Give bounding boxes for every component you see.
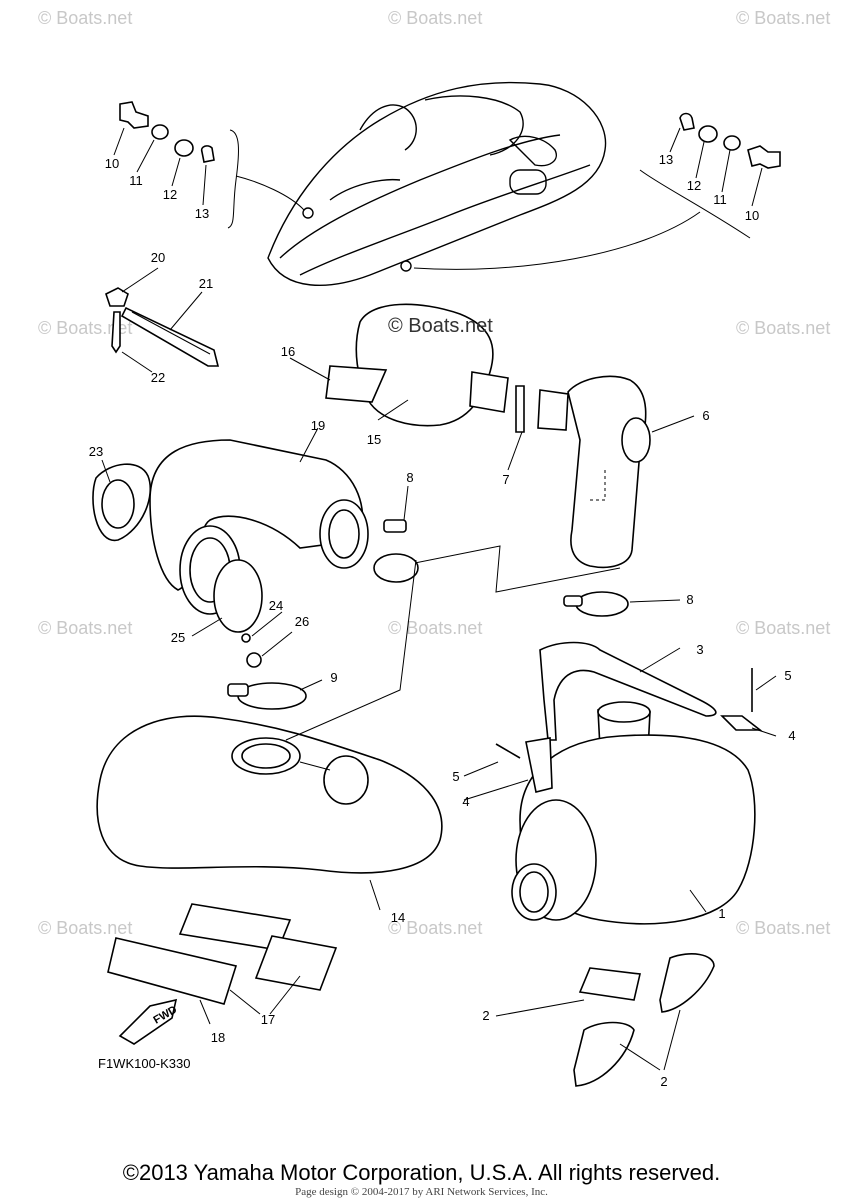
- lower-air-box: [96, 559, 443, 911]
- watermark: © Boats.net: [38, 918, 132, 938]
- callout-label: 25: [171, 630, 185, 645]
- callout-label: 2: [482, 1008, 489, 1023]
- callout-label: 26: [295, 614, 309, 629]
- callout-label: 21: [199, 276, 213, 291]
- callout-label: 12: [163, 187, 177, 202]
- callout-label: 13: [659, 152, 673, 167]
- callout-label: 5: [784, 668, 791, 683]
- watercraft-illustration: [267, 81, 607, 287]
- callout-label: 1: [718, 906, 725, 921]
- callout-label: 6: [702, 408, 709, 423]
- left-fastener-group: [113, 101, 305, 229]
- callout-label: 4: [462, 794, 469, 809]
- callout-label: 14: [391, 910, 405, 925]
- watermark: © Boats.net: [388, 918, 482, 938]
- callout-label: 11: [129, 173, 143, 188]
- watermark: © Boats.net: [38, 618, 132, 638]
- callout-label: 22: [151, 370, 165, 385]
- watermark: © Boats.net: [736, 8, 830, 28]
- callout-label: 8: [686, 592, 693, 607]
- fwd-arrow: FWD: [118, 998, 179, 1045]
- callout-labels: 10 11 12 13 13 12 11 10 20 21 22 16 15 7…: [89, 152, 796, 1089]
- callout-label: 17: [261, 1012, 275, 1027]
- callout-label: 15: [367, 432, 381, 447]
- page-design-credit: Page design © 2004-2017 by ARI Network S…: [295, 1186, 548, 1198]
- callout-label: 9: [330, 670, 337, 685]
- hose-clamps: [227, 485, 681, 710]
- watermark: © Boats.net: [388, 618, 482, 638]
- clip-and-tie-strap: [105, 267, 220, 373]
- copyright-notice: ©2013 Yamaha Motor Corporation, U.S.A. A…: [122, 1160, 721, 1185]
- silencer-assembly: [463, 641, 777, 925]
- watermark: © Boats.net: [736, 618, 830, 638]
- callout-label: 11: [713, 192, 727, 207]
- watermark: © Boats.net: [38, 8, 132, 28]
- callout-label: 20: [151, 250, 165, 265]
- callout-label: 18: [211, 1030, 225, 1045]
- callout-label: 23: [89, 444, 103, 459]
- callout-label: 8: [406, 470, 413, 485]
- callout-label: 10: [745, 208, 759, 223]
- watermark: © Boats.net: [388, 8, 482, 28]
- callout-label: 7: [502, 472, 509, 487]
- watermark: © Boats.net: [38, 318, 132, 338]
- diagram-code: F1WK100-K330: [98, 1056, 191, 1071]
- callout-label: 4: [788, 728, 795, 743]
- callout-label: 24: [269, 598, 283, 613]
- callout-label: 19: [311, 418, 325, 433]
- upper-air-intake: [289, 303, 695, 569]
- foam-pads: [107, 903, 715, 1087]
- callout-label: 5: [452, 769, 459, 784]
- right-fastener-group: [413, 112, 781, 270]
- watermark: © Boats.net: [736, 318, 830, 338]
- watermark: © Boats.net: [736, 918, 830, 938]
- watermarks: © Boats.net © Boats.net © Boats.net © Bo…: [38, 8, 830, 938]
- callout-label: 3: [696, 642, 703, 657]
- center-watermark: © Boats.net: [388, 315, 493, 337]
- callout-label: 12: [687, 178, 701, 193]
- callout-label: 10: [105, 156, 119, 171]
- curved-duct-assembly: [92, 427, 621, 668]
- callout-label: 16: [281, 344, 295, 359]
- callout-label: 13: [195, 206, 209, 221]
- callout-label: 2: [660, 1074, 667, 1089]
